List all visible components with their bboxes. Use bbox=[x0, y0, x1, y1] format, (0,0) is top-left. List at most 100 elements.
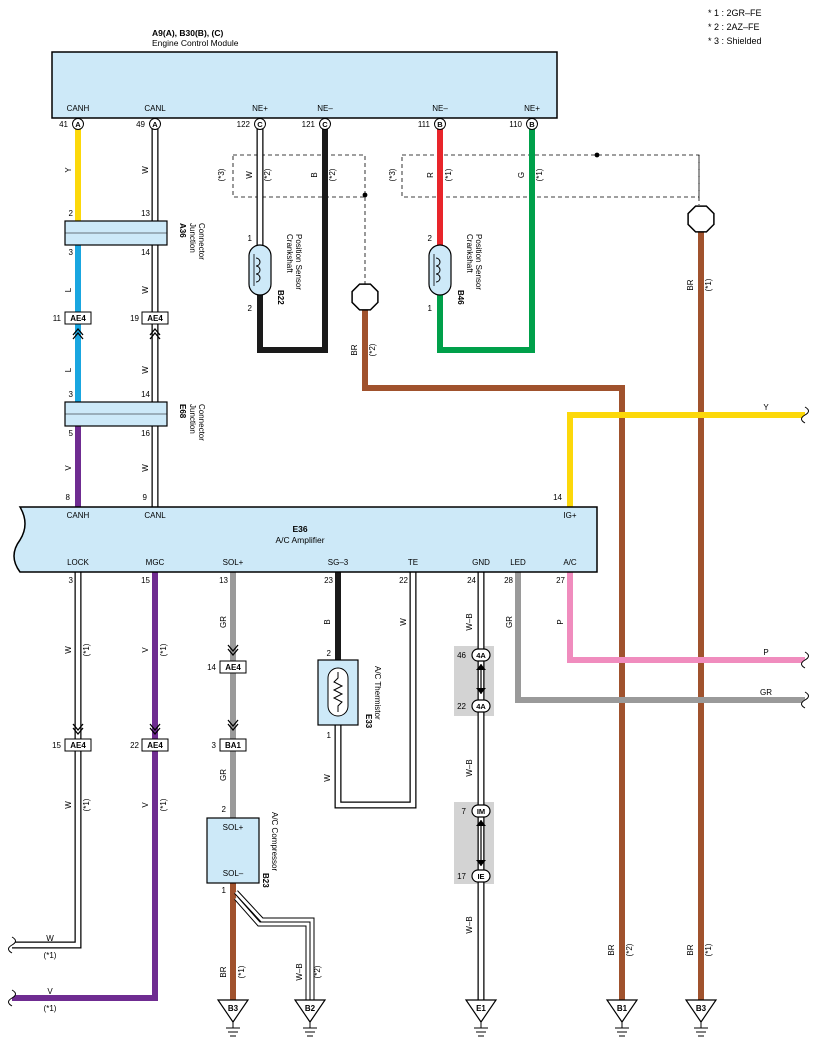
a36-name: Connector bbox=[197, 223, 206, 260]
splice-im bbox=[471, 804, 491, 818]
chevron-down-icon bbox=[72, 723, 84, 736]
shield-ground-icon bbox=[351, 283, 379, 311]
amp-bottom-pin-number: 27 bbox=[556, 576, 565, 585]
wire-v-mgc bbox=[12, 572, 158, 1001]
ecm-pin-1-icon bbox=[149, 118, 161, 130]
wire-break-icon bbox=[801, 651, 809, 669]
compressor-name: A/C Compressor bbox=[270, 812, 279, 871]
arrow-down-icon bbox=[476, 688, 486, 694]
amp-bottom-pin-name: A/C bbox=[563, 558, 577, 567]
amp-top-pin-name: CANL bbox=[144, 511, 166, 520]
wire-color-label: Y bbox=[64, 167, 73, 173]
e68-pin: 3 bbox=[69, 390, 74, 399]
ground-label: B1 bbox=[617, 1004, 628, 1013]
footnote-ref: (*2) bbox=[328, 168, 337, 181]
thermistor-name: A/C Thermistor bbox=[373, 666, 382, 720]
wire-p-ac bbox=[567, 572, 805, 663]
wire-core bbox=[362, 300, 625, 1000]
amp-bottom-pin-name: MGC bbox=[146, 558, 165, 567]
amp-bottom-pin-name: GND bbox=[472, 558, 490, 567]
footnote-ref: (*1) bbox=[444, 168, 453, 181]
wire-color-label: W bbox=[245, 171, 254, 179]
arrow-up-icon bbox=[476, 664, 486, 670]
b22-pin-bottom: 2 bbox=[248, 304, 253, 313]
wire-color-label: V bbox=[141, 802, 150, 808]
splice-4a-top bbox=[471, 648, 491, 662]
ae4-connector-canl bbox=[141, 311, 169, 325]
splice-4a-bottom bbox=[471, 699, 491, 713]
amp-bottom-pin-name: TE bbox=[408, 558, 418, 567]
splice-label: IM bbox=[477, 807, 485, 816]
b22-code: B22 bbox=[276, 290, 285, 305]
wire-color-label: P bbox=[556, 619, 565, 624]
ecm-pin-name: NE– bbox=[317, 104, 333, 113]
connector-label: AE4 bbox=[225, 663, 241, 672]
chevron-up-icon bbox=[149, 327, 161, 340]
footnote-3: * 3 : Shielded bbox=[708, 36, 762, 46]
ground-e1-icon bbox=[464, 999, 498, 1024]
ecm-pin-name: CANL bbox=[144, 104, 166, 113]
ecm-box bbox=[51, 51, 558, 119]
wire-wb-b2-core bbox=[234, 897, 310, 1000]
wire-color-label: W–B bbox=[465, 613, 474, 630]
chevron-down-icon bbox=[149, 723, 161, 736]
connector-label: AE4 bbox=[147, 314, 163, 323]
arrow-up-icon bbox=[476, 820, 486, 826]
connector-label: AE4 bbox=[70, 314, 86, 323]
wire-core bbox=[335, 572, 416, 808]
coil-icon bbox=[255, 257, 261, 283]
a36-pin: 13 bbox=[141, 209, 150, 218]
wire-color-label: V bbox=[47, 987, 53, 996]
thermistor-pin-top: 2 bbox=[327, 649, 332, 658]
ae4-connector-lock bbox=[64, 738, 92, 752]
wire-color-label: R bbox=[426, 172, 435, 178]
splice-4a-top-num: 46 bbox=[457, 651, 466, 660]
ground-b3-icon bbox=[216, 999, 250, 1024]
wire-w-lock bbox=[12, 572, 82, 949]
wire-break-icon bbox=[8, 989, 16, 1007]
amp-bottom-pin-name: SOL+ bbox=[223, 558, 244, 567]
ae4-connector-canh bbox=[64, 311, 92, 325]
wire-break-icon bbox=[8, 936, 16, 954]
wire-br-shield-b1 bbox=[362, 300, 625, 1000]
footnote-ref: (*1) bbox=[159, 798, 168, 811]
amp-code: E36 bbox=[292, 524, 307, 534]
b46-name-2: Position Sensor bbox=[474, 234, 483, 290]
footnote-ref: (*1) bbox=[44, 951, 57, 960]
wire-color-label: W–B bbox=[295, 963, 304, 980]
shield-ground-icon bbox=[687, 205, 715, 233]
wire-core bbox=[12, 572, 81, 948]
e68-pin: 16 bbox=[141, 429, 150, 438]
amp-bottom-pin-name: LED bbox=[510, 558, 526, 567]
compressor-pin-bottom: 1 bbox=[222, 886, 227, 895]
wire-color-label: V bbox=[141, 647, 150, 653]
wire-core bbox=[437, 124, 535, 353]
a36-name: Junction bbox=[188, 223, 197, 253]
wire-color-label: W bbox=[64, 646, 73, 654]
footnote-ref: (*2) bbox=[263, 168, 272, 181]
wire-color-label: W bbox=[399, 618, 408, 626]
a36-pin: 3 bbox=[69, 248, 74, 257]
e68-code: E68 bbox=[178, 404, 187, 419]
pin-connector-letter: A bbox=[75, 120, 81, 129]
amp-top-pin-name: IG+ bbox=[563, 511, 576, 520]
wire-y-igp bbox=[567, 412, 805, 507]
amp-top-pin-name: CANH bbox=[67, 511, 90, 520]
wire-color-label: W bbox=[323, 774, 332, 782]
a36-code: A36 bbox=[178, 223, 187, 238]
footnote-ref: (*1) bbox=[535, 168, 544, 181]
arrow-down-icon bbox=[476, 860, 486, 866]
thermistor-pin-bottom: 1 bbox=[327, 731, 332, 740]
footnote-ref: (*2) bbox=[625, 943, 634, 956]
wire-core bbox=[567, 412, 805, 507]
ground-label: B2 bbox=[305, 1004, 316, 1013]
chevron-up-icon bbox=[72, 327, 84, 340]
pin-connector-letter: B bbox=[529, 120, 535, 129]
wire-color-label: L bbox=[64, 367, 73, 372]
footnote-ref: (*1) bbox=[704, 278, 713, 291]
thermistor-code: E33 bbox=[364, 714, 373, 729]
ecm-pin-number: 49 bbox=[136, 120, 145, 129]
ecm-pin-4-icon bbox=[434, 118, 446, 130]
wire-color-label: W bbox=[141, 286, 150, 294]
